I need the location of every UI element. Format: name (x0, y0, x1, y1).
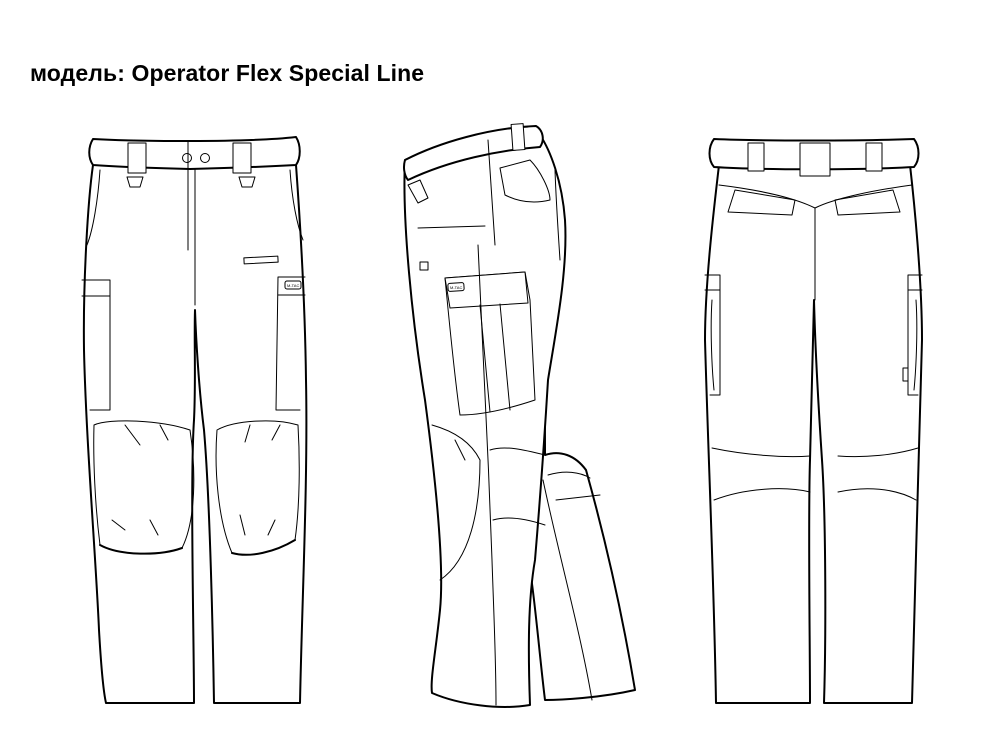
back-knee-seam (713, 488, 811, 501)
side-back-leg-seam (542, 479, 593, 701)
back-outline (704, 164, 923, 704)
belt-loop (747, 142, 765, 172)
side-small-tab (419, 261, 429, 271)
back-center-loop (799, 142, 831, 177)
belt-loop (865, 142, 883, 172)
pocket-logo-text: M-TAC (450, 285, 462, 290)
front-side-pocket-seam (86, 169, 101, 246)
back-cargo-pocket-right (907, 274, 923, 396)
d-ring (126, 176, 144, 188)
back-view-pants-illustration (704, 138, 923, 704)
belt-loop (232, 142, 252, 174)
back-pocket-right (834, 189, 901, 216)
front-knee-pad-hem (231, 539, 296, 556)
side-back-leg-seam (555, 494, 601, 501)
side-back-leg-seam (547, 471, 591, 479)
belt-loop (127, 142, 147, 174)
side-back-seam (554, 169, 561, 261)
back-cargo-pocket-left (704, 274, 721, 396)
page-title: модель: Operator Flex Special Line (30, 60, 425, 86)
front-cargo-pocket-left (81, 279, 111, 411)
side-back-pocket (499, 159, 551, 203)
front-knee-pad-hem (99, 544, 183, 555)
back-cargo-detail (704, 289, 721, 391)
front-side-pocket-seam (289, 169, 304, 241)
side-view-pants-illustration: M-TAC (403, 123, 636, 708)
back-cargo-tab (902, 367, 909, 382)
belt-loop (510, 123, 526, 151)
side-yoke-seam (417, 225, 486, 229)
front-outline (82, 164, 308, 704)
side-cargo-flap (444, 271, 529, 309)
back-cargo-detail (907, 289, 923, 391)
front-button (200, 153, 210, 163)
side-knee-seam (492, 517, 546, 526)
side-waistband (403, 125, 544, 181)
side-knee-pad (431, 424, 481, 581)
pocket-logo-patch (284, 280, 302, 290)
front-button (182, 153, 192, 163)
knee-dart (454, 439, 466, 461)
front-zip-pocket (243, 255, 279, 265)
side-leg-seam (477, 244, 497, 706)
back-pocket-left (727, 189, 796, 216)
knee-dart (239, 424, 281, 536)
side-cargo-pocket (444, 271, 536, 416)
side-knee-seam (489, 447, 546, 456)
front-view-pants-illustration: M-TAC (81, 136, 308, 704)
back-knee-seam (711, 447, 811, 458)
knee-dart (111, 424, 169, 536)
d-ring (238, 176, 256, 188)
side-seam (487, 139, 496, 246)
back-knee-seam (837, 488, 917, 501)
d-ring (407, 179, 429, 204)
front-waistband (88, 136, 301, 170)
pocket-logo-patch (447, 282, 465, 292)
back-knee-seam (837, 447, 919, 458)
front-cargo-pocket-right (275, 276, 306, 411)
pocket-logo-text: M-TAC (287, 283, 299, 288)
